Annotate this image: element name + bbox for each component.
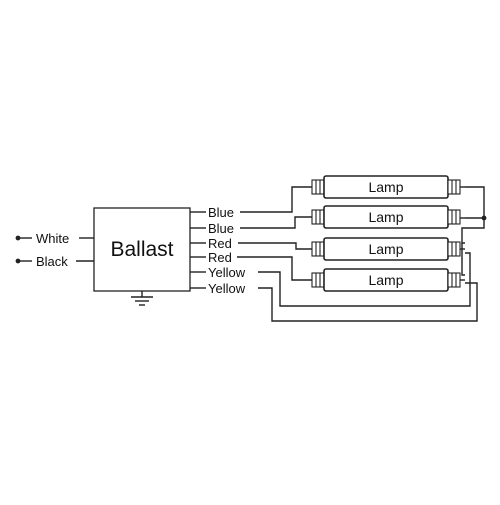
terminal-dot [15, 235, 21, 241]
input-label-white: White [36, 231, 69, 246]
wires-to-lamps [237, 186, 487, 322]
ground-icon [131, 291, 153, 306]
output-label-red-1: Red [208, 236, 232, 251]
lamp-cap-right [447, 209, 461, 225]
output-label-yellow-2: Yellow [208, 281, 246, 296]
lamp-2: Lamp [311, 205, 465, 229]
input-label-black: Black [36, 254, 68, 269]
input-lead-black: Black [15, 254, 94, 269]
wire-red-2 [237, 256, 312, 281]
input-lead-white: White [15, 231, 94, 246]
output-label-yellow-1: Yellow [208, 265, 246, 280]
terminal-dot [15, 258, 21, 264]
wire-yellow-1 [258, 252, 471, 307]
wire-blue-1 [240, 186, 312, 213]
ballast-box [93, 207, 191, 292]
lamp-cap-left [311, 241, 325, 257]
lamp-cap-right [447, 179, 461, 195]
output-label-blue-2: Blue [208, 221, 234, 236]
lamp-label-2: Lamp [368, 209, 403, 225]
wire-yellow-2 [258, 282, 478, 322]
wire-bus-mid [461, 218, 485, 244]
lamp-cap-right [447, 241, 461, 257]
lamp-1: Lamp [311, 175, 465, 199]
lamp-cap-left [311, 272, 325, 288]
ballast-label: Ballast [110, 238, 173, 261]
lamp-3: Lamp [311, 237, 465, 261]
output-label-red-2: Red [208, 250, 232, 265]
output-label-blue-1: Blue [208, 205, 234, 220]
wire-red-1 [238, 242, 312, 250]
lamp-cap-right [447, 272, 461, 288]
lamp-4: Lamp [311, 268, 465, 292]
wire-blue-2 [240, 216, 312, 229]
output-leads: Blue Blue Red Red Yellow Yellow [190, 205, 246, 296]
lamp-label-3: Lamp [368, 241, 403, 257]
wire-bus-low [461, 243, 465, 276]
wire-bus-top [465, 186, 485, 219]
lamp-cap-left [311, 209, 325, 225]
lamp-cap-left [311, 179, 325, 195]
lamp-label-1: Lamp [368, 179, 403, 195]
lamp-label-4: Lamp [368, 272, 403, 288]
